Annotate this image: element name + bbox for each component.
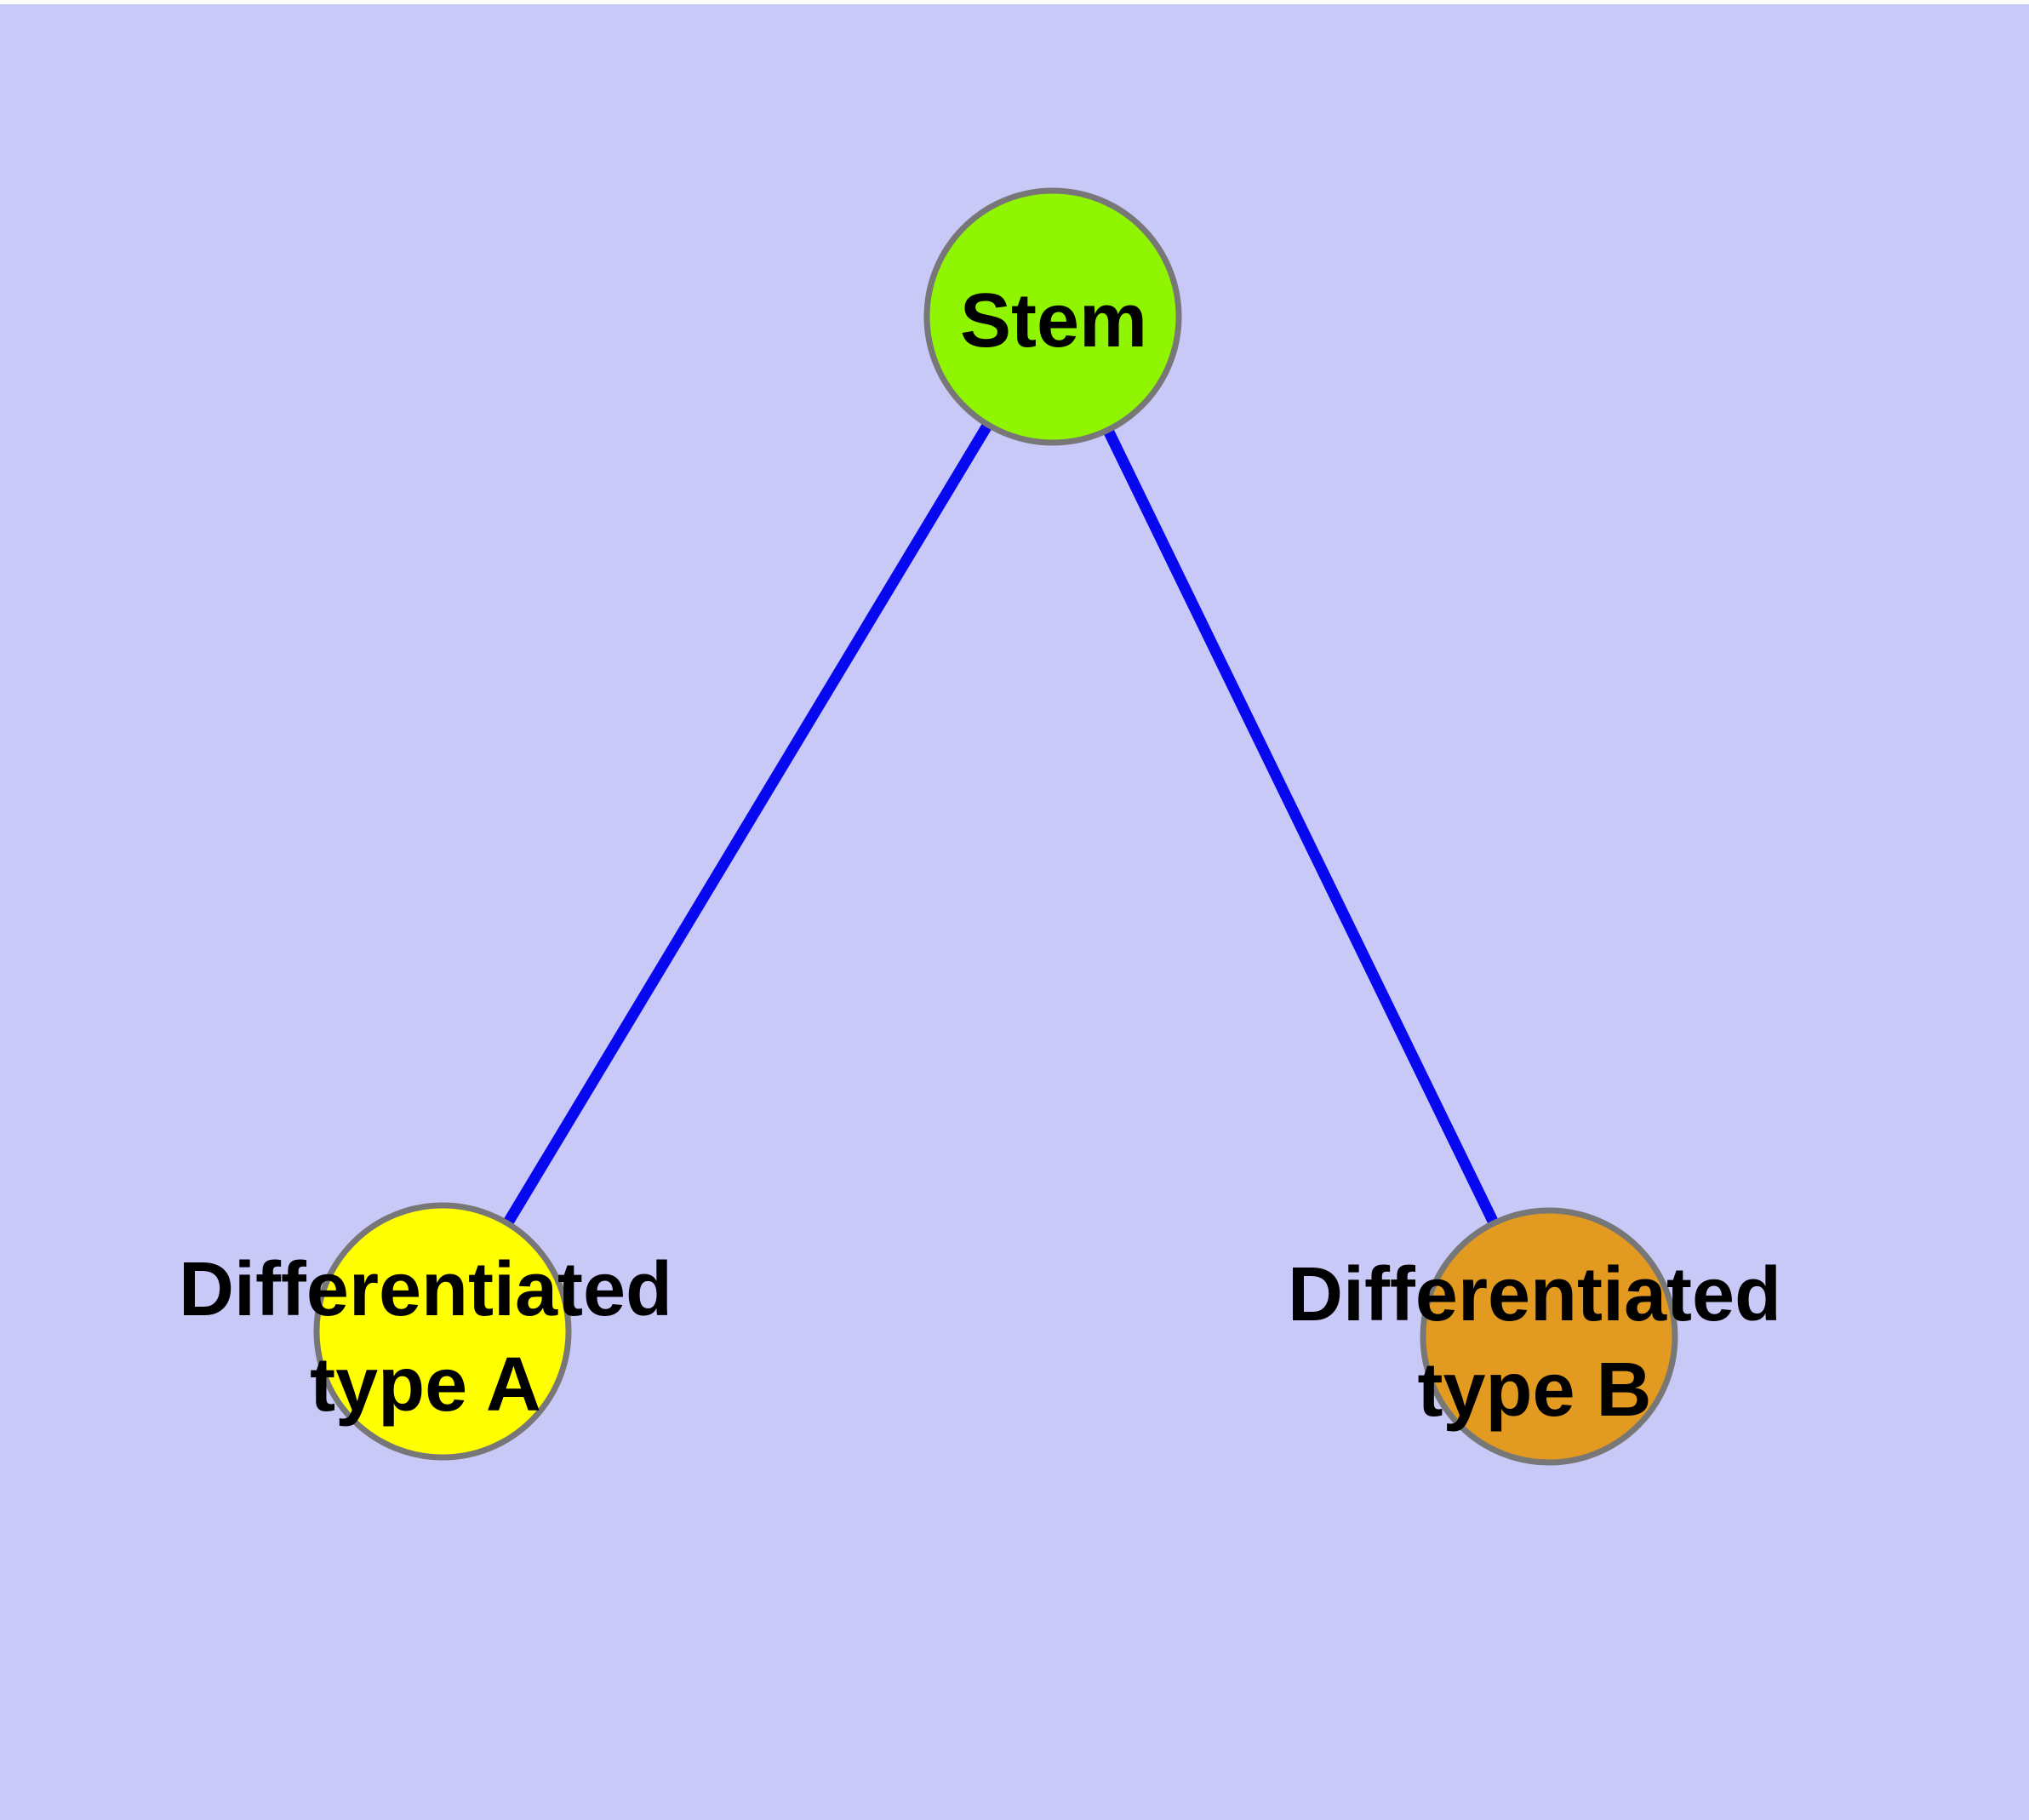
edge-stem-to-type-a [437,313,1058,1335]
node-label-type-b-line1: Differentiated [1288,1252,1781,1337]
node-stem [923,187,1182,446]
node-type-b-circle [1420,1207,1678,1466]
node-labels: Stem Differentiated type A Differentiate… [179,278,1781,1433]
edge-stem-to-type-b [1048,314,1554,1339]
node-stem-circle [923,187,1182,446]
node-type-a-circle [313,1202,572,1461]
node-label-type-b-line2: type B [1417,1348,1651,1433]
node-differentiated-type-b [1420,1207,1678,1466]
node-label-stem: Stem [960,278,1147,363]
node-differentiated-type-a [313,1202,572,1461]
edge-group [437,313,1554,1339]
node-label-type-a-line1: Differentiated [179,1247,672,1332]
node-label-type-a-line2: type A [310,1342,541,1428]
